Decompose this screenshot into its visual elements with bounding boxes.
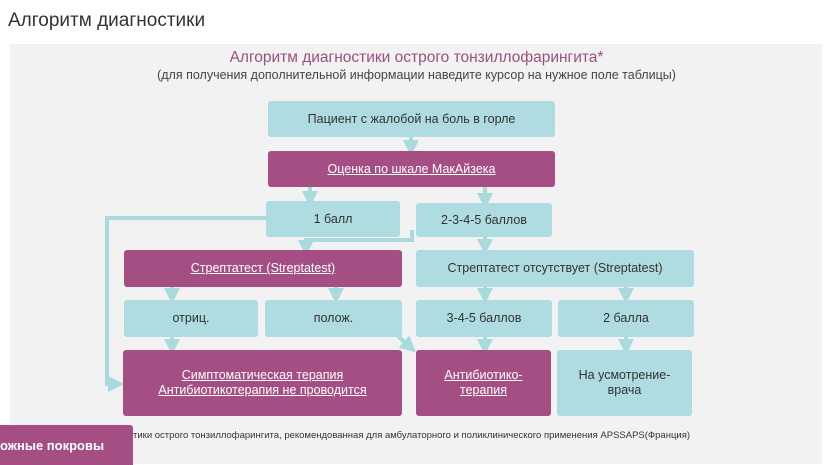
node-doctor-line1: На усмотрение-: [578, 368, 671, 382]
node-streptatest-link[interactable]: Стрептатест (Streptatest): [124, 250, 402, 287]
node-score-1-label: 1 балл: [313, 211, 353, 226]
node-patient-label: Пациент с жалобой на боль в горле: [307, 111, 516, 126]
node-streptatest-label: Стрептатест (Streptatest): [190, 261, 336, 275]
arrow-score25-streptatest: [298, 230, 414, 256]
node-antibiotic-line1: Антибиотико-: [444, 368, 523, 382]
page-heading: Алгоритм диагностики: [8, 10, 206, 31]
node-symptomatic-line2: Антибиотикотерапия не проводится: [158, 383, 367, 397]
bottom-tab-skin[interactable]: ожные покровы: [0, 425, 133, 465]
node-symptomatic-link[interactable]: Симптоматическая терапия Антибиотикотера…: [123, 350, 402, 416]
node-doctor-decision[interactable]: На усмотрение- врача: [557, 350, 692, 416]
node-mcisaac-link[interactable]: Оценка по шкале МакАйзека: [268, 151, 555, 187]
node-score-2-label: 2 балла: [603, 311, 649, 325]
node-score-1[interactable]: 1 балл: [266, 201, 400, 237]
node-score-3-5-label: 3-4-5 баллов: [446, 311, 522, 325]
node-mcisaac-label: Оценка по шкале МакАйзека: [327, 161, 496, 176]
node-symptomatic-line1: Симптоматическая терапия: [181, 368, 344, 382]
arrow-positive-antibiotic: [396, 334, 416, 353]
diagram-title: Алгоритм диагностики острого тонзиллофар…: [229, 49, 604, 66]
node-antibiotic-link[interactable]: Антибиотико- терапия: [416, 350, 551, 416]
node-positive[interactable]: полож.: [265, 300, 402, 337]
node-score-2-5[interactable]: 2-3-4-5 баллов: [416, 203, 552, 237]
node-streptatest-absent-label: Стрептатест отсутствует (Streptatest): [447, 261, 663, 275]
bottom-tab-label: ожные покровы: [0, 437, 105, 453]
node-antibiotic-line2: терапия: [460, 383, 507, 397]
node-patient[interactable]: Пациент с жалобой на боль в горле: [268, 101, 555, 137]
node-score-2-5-label: 2-3-4-5 баллов: [441, 212, 527, 227]
node-negative[interactable]: отриц.: [124, 300, 258, 337]
node-score-3-5[interactable]: 3-4-5 баллов: [416, 300, 552, 337]
node-doctor-line2: врача: [607, 383, 642, 397]
node-positive-label: полож.: [313, 311, 354, 325]
node-negative-label: отриц.: [172, 311, 210, 325]
arrow-score1-symptomatic: [105, 216, 266, 392]
diagram-subtitle: (для получения дополнительной информации…: [157, 68, 676, 82]
node-streptatest-absent[interactable]: Стрептатест отсутствует (Streptatest): [416, 250, 694, 287]
footnote: тики острого тонзиллофарингита, рекоменд…: [133, 430, 691, 441]
node-score-2[interactable]: 2 балла: [558, 300, 694, 337]
